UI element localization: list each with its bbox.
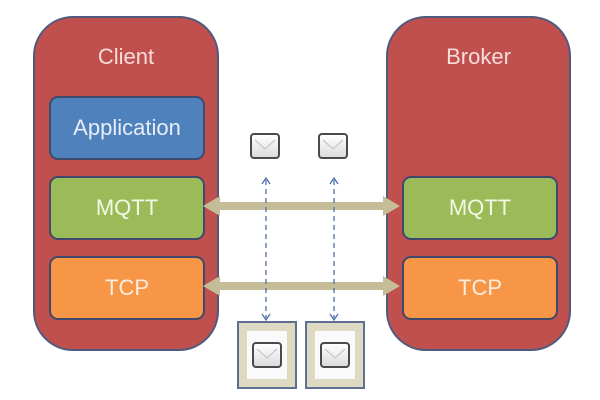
client-application-label: Application (73, 115, 181, 140)
client-tcp-layer: TCP (49, 256, 205, 320)
client-title: Client (97, 44, 155, 69)
broker-mqtt-label: MQTT (448, 195, 512, 220)
broker-node: Broker MQTT TCP (386, 16, 571, 351)
client-application-layer: Application (49, 96, 205, 160)
broker-tcp-layer: TCP (402, 256, 558, 320)
message-queue-slot (305, 321, 365, 389)
message-envelope-icon (320, 342, 350, 368)
client-node: Client Application MQTT TCP (33, 16, 219, 351)
dashed-arrow-2 (329, 176, 339, 322)
tcp-connection-arrow (203, 276, 400, 296)
message-queue-slot (237, 321, 297, 389)
mqtt-connection-arrow (203, 196, 400, 216)
message-envelope-icon (318, 133, 348, 159)
message-envelope-icon (252, 342, 282, 368)
broker-title: Broker (446, 44, 511, 69)
message-envelope-icon (250, 133, 280, 159)
client-tcp-label: TCP (105, 275, 149, 300)
broker-mqtt-layer: MQTT (402, 176, 558, 240)
client-mqtt-label: MQTT (95, 195, 159, 220)
client-mqtt-layer: MQTT (49, 176, 205, 240)
broker-tcp-label: TCP (458, 275, 502, 300)
dashed-arrow-1 (261, 176, 271, 322)
